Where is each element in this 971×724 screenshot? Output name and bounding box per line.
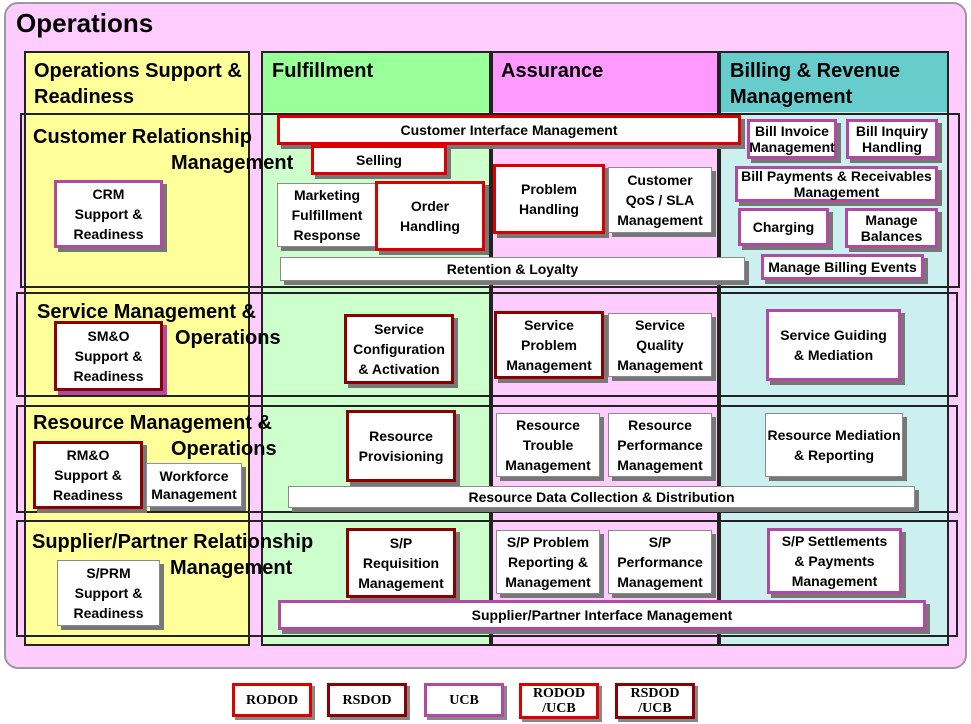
layer-label-sprm-2: Management [170,557,293,579]
legend-ucb: UCB [424,683,504,717]
column-header-fulfillment: Fulfillment [272,60,374,82]
layer-label-smo-2: Operations [175,327,281,349]
customer-interface-management[interactable]: Customer Interface Management [277,115,741,145]
layer-label-sprm-1: Supplier/Partner Relationship [32,531,314,553]
legend-rodod-ucb: RODOD/UCB [519,683,599,719]
supplier-partner-interface-management[interactable]: Supplier/Partner Interface Management [278,600,926,630]
layer-rmo [16,405,958,513]
layer-label-crm-1: Customer Relationship [33,126,252,148]
column-header-bg-billing [721,53,947,112]
layer-smo [16,292,958,397]
layer-label-rmo-2: Operations [171,438,277,460]
legend-rsdod-ucb: RSDOD/UCB [615,683,695,719]
column-header-bg-assurance [493,53,717,112]
layer-label-rmo-1: Resource Management & [33,412,272,434]
layer-crm [20,113,960,288]
diagram-title: Operations [16,8,154,38]
selling[interactable]: Selling [311,145,447,175]
service-guiding-mediation[interactable]: Service Guiding& Mediation [766,309,901,381]
legend-rodod: RODOD [232,683,312,717]
resource-mediation-reporting[interactable]: Resource Mediation& Reporting [765,413,903,477]
column-header-billing: Billing & Revenue Management [730,60,901,108]
column-header-assurance: Assurance [501,60,604,82]
column-header-bg-fulfillment [263,53,489,112]
column-header-bg-osr [26,53,248,112]
layer-label-crm-2: Management [171,152,294,174]
legend-rsdod: RSDOD [327,683,407,717]
column-header-osr: Operations Support & Readiness [34,60,242,108]
layer-label-smo-1: Service Management & [37,301,256,323]
manage-billing-events[interactable]: Manage Billing Events [761,254,924,280]
resource-data-collection-distribution[interactable]: Resource Data Collection & Distribution [288,486,915,508]
charging[interactable]: Charging [738,208,829,246]
retention-loyalty[interactable]: Retention & Loyalty [280,257,745,281]
layer-sprm [16,520,958,637]
